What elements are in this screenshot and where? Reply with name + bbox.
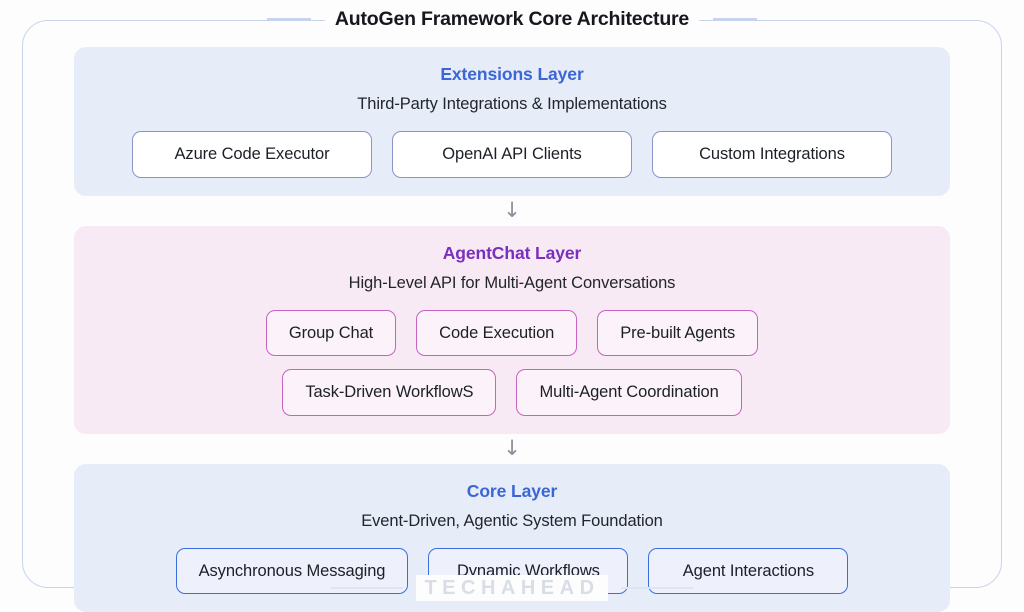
title-rule-right [713, 18, 757, 19]
arrow-down-icon: ↓ [503, 438, 521, 459]
layer-agentchat-heading: AgentChat Layer [74, 241, 950, 265]
connector-agentchat-to-core: ↓ [74, 434, 950, 464]
title-bar: AutoGen Framework Core Architecture [0, 6, 1024, 32]
chip-openai-api-clients[interactable]: OpenAI API Clients [392, 131, 632, 178]
footer-brand-bar: TECHAHEAD [0, 575, 1024, 601]
brand-wordmark: TECHAHEAD [416, 575, 607, 601]
connector-extensions-to-agentchat: ↓ [74, 196, 950, 226]
layer-core-subtitle: Event-Driven, Agentic System Foundation [74, 510, 950, 532]
chip-custom-integrations[interactable]: Custom Integrations [652, 131, 892, 178]
layer-core-heading: Core Layer [74, 479, 950, 503]
chip-group-chat[interactable]: Group Chat [266, 310, 396, 357]
footer-rule-left [331, 587, 403, 588]
chip-azure-code-executor[interactable]: Azure Code Executor [132, 131, 372, 178]
footer-rule-right [621, 587, 693, 588]
layer-agentchat: AgentChat Layer High-Level API for Multi… [74, 226, 950, 434]
layer-extensions-heading: Extensions Layer [74, 62, 950, 86]
title-rule-left [267, 18, 311, 19]
layer-agentchat-subtitle: High-Level API for Multi-Agent Conversat… [74, 272, 950, 294]
chip-multi-agent-coordination[interactable]: Multi-Agent Coordination [516, 369, 741, 416]
layer-extensions-subtitle: Third-Party Integrations & Implementatio… [74, 93, 950, 115]
page-title: AutoGen Framework Core Architecture [325, 6, 699, 32]
arrow-down-icon: ↓ [503, 200, 521, 221]
layer-extensions: Extensions Layer Third-Party Integration… [74, 47, 950, 196]
layer-agentchat-chip-row-1: Group Chat Code Execution Pre-built Agen… [74, 310, 950, 357]
layer-extensions-chip-row-1: Azure Code Executor OpenAI API Clients C… [74, 131, 950, 178]
chip-code-execution[interactable]: Code Execution [416, 310, 577, 357]
layer-stack: Extensions Layer Third-Party Integration… [74, 47, 950, 612]
chip-task-driven-workflows[interactable]: Task-Driven WorkflowS [282, 369, 496, 416]
chip-pre-built-agents[interactable]: Pre-built Agents [597, 310, 758, 357]
layer-agentchat-chip-row-2: Task-Driven WorkflowS Multi-Agent Coordi… [74, 369, 950, 416]
